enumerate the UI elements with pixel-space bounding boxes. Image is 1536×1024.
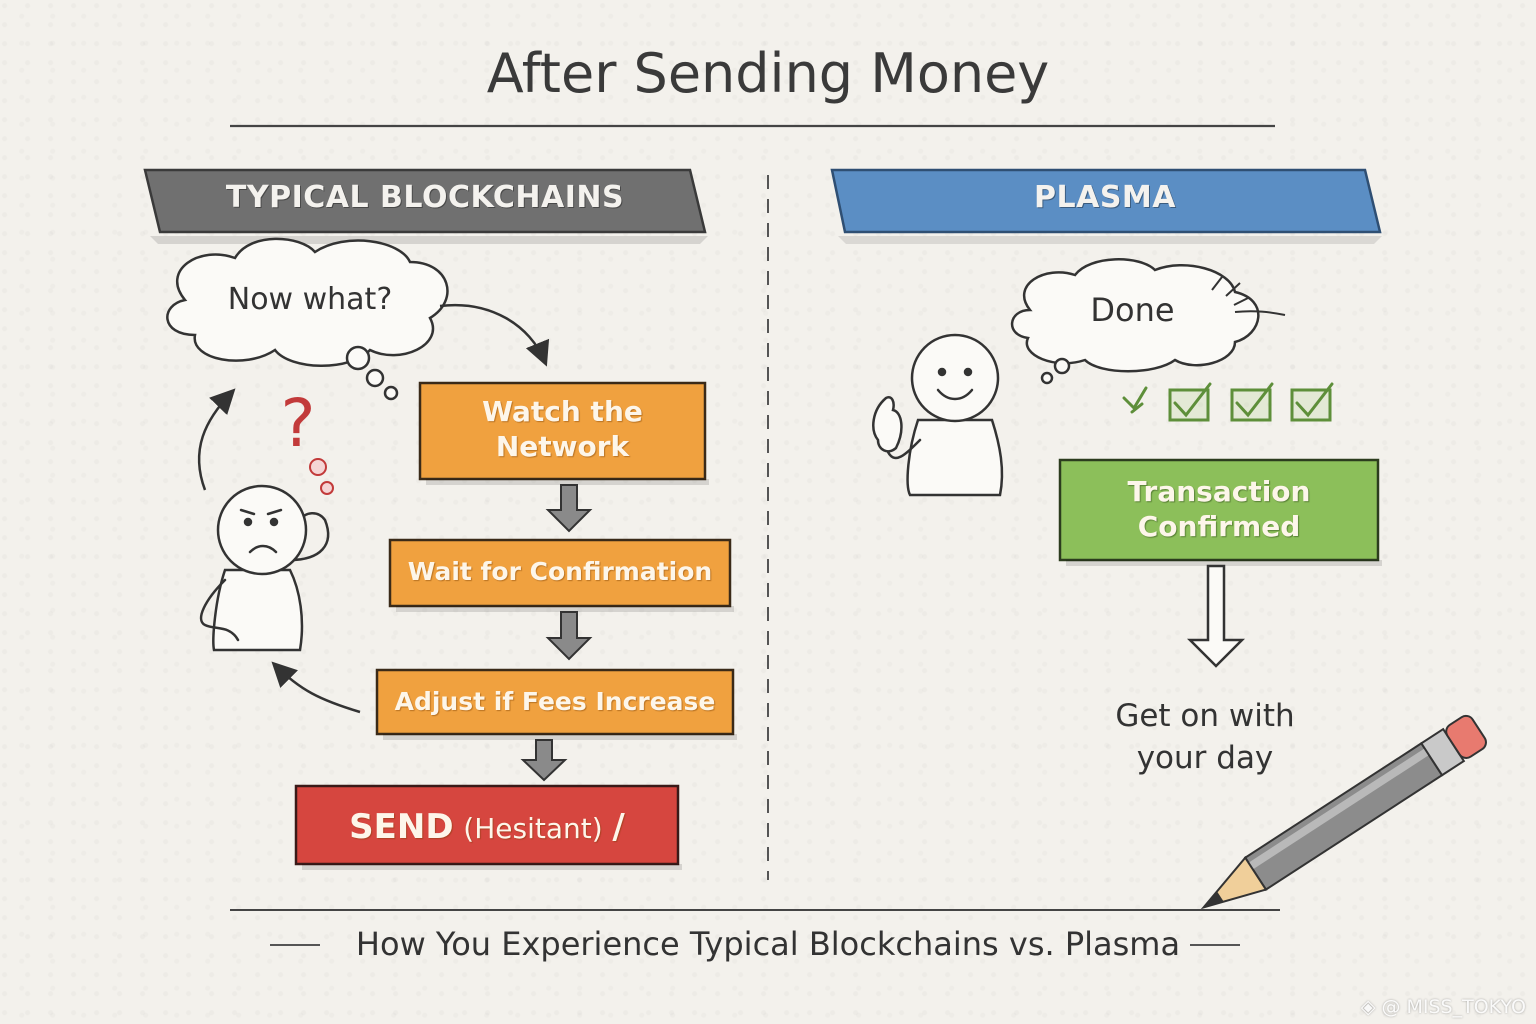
step-adjust-fees: Adjust if Fees Increase — [377, 686, 733, 717]
worried-person — [201, 486, 328, 650]
arrow-adjust-to-person — [275, 665, 360, 712]
thought-now-what: Now what? — [190, 282, 430, 317]
step-watch-network: Watch the Network — [420, 394, 705, 464]
thought-done: Done — [1060, 291, 1205, 329]
send-hesitant-label: SEND (Hesitant) / — [296, 806, 678, 849]
send-mark: / — [612, 807, 624, 847]
banner-typical-blockchains: TYPICAL BLOCKCHAINS — [160, 180, 690, 215]
arrow-person-to-cloud — [199, 392, 232, 490]
check-marks — [1124, 384, 1332, 420]
question-dots — [310, 459, 333, 494]
status-transaction-confirmed: Transaction Confirmed — [1060, 474, 1378, 544]
send-main-text: SEND — [349, 807, 453, 847]
banner-plasma: PLASMA — [845, 180, 1365, 215]
arrow-cloud-to-watch — [440, 305, 545, 362]
down-arrow-right — [1190, 566, 1242, 666]
footer-caption: How You Experience Typical Blockchains v… — [0, 925, 1536, 963]
thought-cloud-now-what — [167, 239, 447, 399]
watermark: ◈ @ MISS_TOKYO — [1361, 996, 1526, 1018]
question-mark: ? — [268, 385, 328, 462]
outcome-get-on-with-your-day: Get on with your day — [1080, 696, 1330, 780]
step-wait-confirmation: Wait for Confirmation — [390, 556, 730, 587]
send-sub-text: (Hesitant) — [463, 812, 602, 845]
page-title: After Sending Money — [0, 42, 1536, 105]
happy-person — [873, 335, 1002, 495]
